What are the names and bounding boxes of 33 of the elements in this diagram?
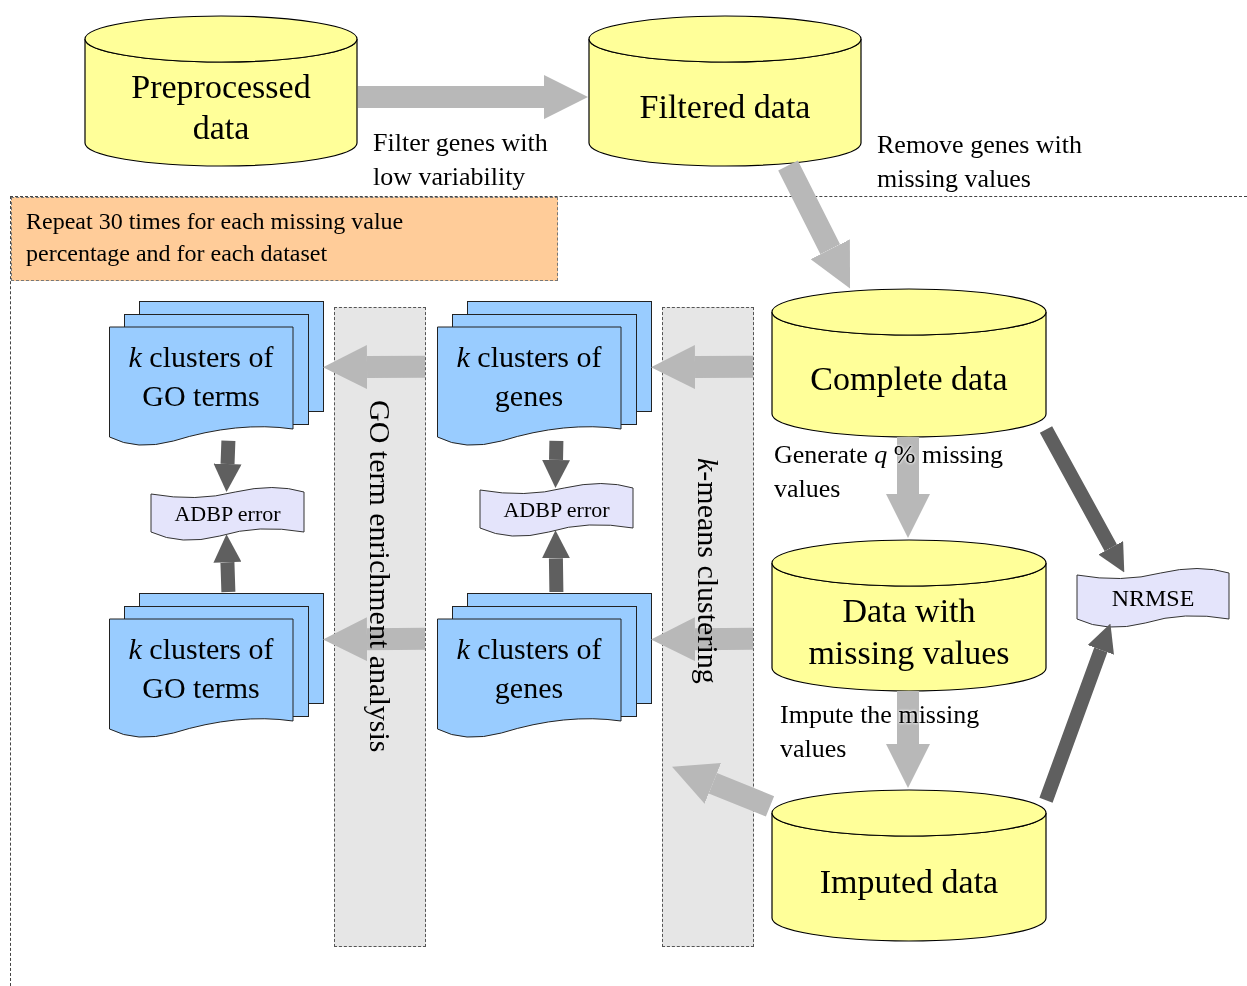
arrow bbox=[650, 345, 754, 390]
cylinder-label: Preprocessed data bbox=[130, 66, 312, 148]
cylinder-label: Filtered data bbox=[639, 87, 811, 128]
process-band bbox=[334, 307, 426, 947]
edge-label: Remove genes with missing values bbox=[877, 129, 1084, 195]
arrow bbox=[358, 75, 588, 120]
arrow bbox=[213, 440, 242, 493]
document-label: k clusters of genes bbox=[455, 631, 603, 706]
arrow bbox=[542, 440, 571, 489]
arrow bbox=[886, 691, 930, 788]
document-label: k clusters of genes bbox=[455, 339, 603, 414]
arrow bbox=[886, 437, 930, 538]
document-label: k clusters of GO terms bbox=[127, 631, 275, 706]
arrow bbox=[213, 534, 242, 593]
cylinder-label: Imputed data bbox=[819, 861, 999, 902]
dashed-region bbox=[10, 196, 1247, 986]
edge-label: Impute the missing values bbox=[780, 699, 981, 765]
arrow bbox=[1039, 621, 1117, 803]
arrow bbox=[322, 617, 426, 662]
document-label: NRMSE bbox=[1110, 583, 1196, 613]
document-label: ADBP error bbox=[502, 496, 611, 524]
edge-label: Filter genes with low variability bbox=[373, 127, 549, 193]
cylinder-label: Data with missing values bbox=[807, 591, 1011, 673]
edge-label: Generate q % missing values bbox=[774, 439, 1004, 505]
document-label: ADBP error bbox=[173, 500, 282, 528]
document-label: k clusters of GO terms bbox=[127, 339, 275, 414]
repeat-banner: Repeat 30 times for each missing value percentage and for each dataset bbox=[11, 197, 558, 281]
arrow bbox=[541, 530, 570, 593]
band-label: GO term enrichment analysis bbox=[365, 400, 395, 753]
band-label: k-means clustering bbox=[693, 458, 723, 684]
arrow bbox=[322, 345, 426, 390]
cylinder-label: Complete data bbox=[810, 359, 1008, 400]
arrow bbox=[650, 617, 754, 662]
